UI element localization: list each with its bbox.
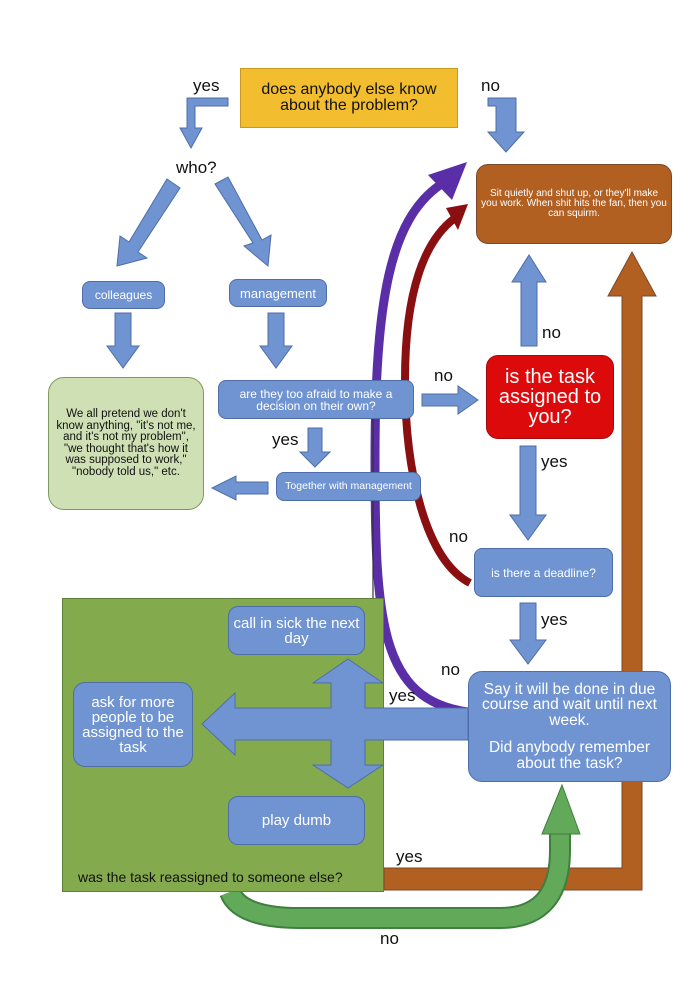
who-label: who? (176, 158, 217, 177)
label-deadline-no: no (449, 527, 468, 546)
label-deadline-yes: yes (541, 610, 568, 629)
label-assigned-no: no (542, 323, 561, 342)
label-afraid-no: no (434, 366, 453, 385)
assigned-box: is the task assigned to you? (486, 355, 614, 439)
arrow-who-to-management (214, 176, 272, 267)
arrow-afraid-yes (298, 427, 332, 468)
arrow-afraid-no (421, 385, 479, 415)
colleagues-box: colleagues (82, 281, 165, 309)
label-start-no: no (481, 76, 500, 95)
arrow-remember-no-to-sit-quietly (370, 181, 469, 717)
label-reassigned-yes: yes (396, 847, 423, 866)
call-sick-box: call in sick the next day (228, 606, 365, 655)
arrow-together-left (210, 475, 269, 501)
arrow-green-head (541, 783, 581, 835)
label-remember-no: no (441, 660, 460, 679)
label-remember-yes: yes (389, 686, 416, 705)
arrow-deadline-yes (509, 602, 547, 665)
arrow-brown-loop (383, 250, 657, 891)
start-question: does anybody else know about the problem… (240, 68, 458, 128)
arrow-start-no (486, 97, 526, 153)
label-reassigned-no: no (380, 929, 399, 948)
label-assigned-yes: yes (541, 452, 568, 471)
together-box: Together with management (276, 472, 421, 501)
arrow-assigned-no (511, 254, 547, 347)
sit-quietly-box: Sit quietly and shut up, or they'll make… (476, 164, 672, 244)
management-box: management (229, 279, 327, 307)
arrow-start-yes (179, 97, 229, 150)
arrow-colleagues-down (106, 312, 140, 369)
arrow-who-to-colleagues (116, 178, 181, 267)
say-done-box: Say it will be done in due course and wa… (468, 671, 671, 782)
afraid-box: are they too afraid to make a decision o… (218, 380, 414, 419)
arrow-assigned-yes (509, 445, 547, 541)
deadline-box: is there a deadline? (474, 548, 613, 597)
play-dumb-box: play dumb (228, 796, 365, 845)
label-start-yes: yes (193, 76, 220, 95)
label-afraid-yes: yes (272, 430, 299, 449)
arrow-management-down (259, 312, 293, 369)
pretend-box: We all pretend we don't know anything, "… (48, 377, 204, 510)
ask-more-box: ask for more people to be assigned to th… (73, 682, 193, 767)
reassigned-question: was the task reassigned to someone else? (78, 869, 343, 885)
